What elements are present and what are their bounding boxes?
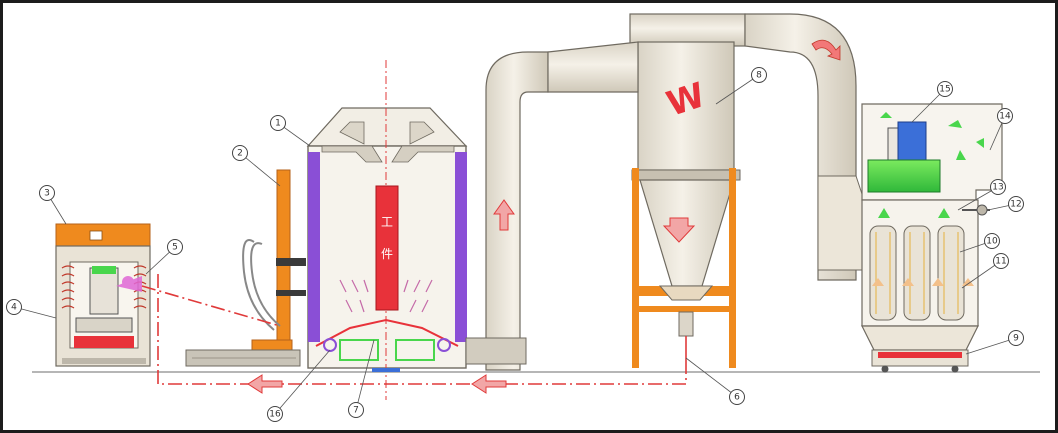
callout-circle (267, 406, 283, 422)
callout-11: 11 (993, 253, 1009, 269)
callout-circle (751, 67, 767, 83)
callout-10: 10 (984, 233, 1000, 249)
booth-sign-layer: 工件 (381, 215, 393, 261)
callout-circle (990, 179, 1006, 195)
callout-circle (6, 299, 22, 315)
callout-circle (997, 108, 1013, 124)
callout-number: 13 (992, 183, 1003, 193)
callout-number: 7 (353, 406, 359, 416)
callout-15: 15 (937, 81, 953, 97)
callout-number: 8 (756, 71, 762, 81)
callout-number: 1 (275, 119, 281, 129)
booth-sign-char: 工 (381, 215, 393, 229)
callout-number: 6 (734, 393, 740, 403)
callout-5: 5 (167, 239, 183, 255)
callout-number: 16 (269, 410, 281, 420)
callout-number: 3 (44, 189, 50, 199)
callout-circle (232, 145, 248, 161)
callout-number: 12 (1010, 200, 1021, 210)
callout-circle (937, 81, 953, 97)
callout-8: 8 (751, 67, 767, 83)
callout-leader-8 (715, 74, 760, 105)
callout-circle (984, 233, 1000, 249)
callout-16: 16 (267, 406, 283, 422)
callout-3: 3 (39, 185, 55, 201)
callout-13: 13 (990, 179, 1006, 195)
callout-number: 11 (995, 257, 1006, 267)
callout-6: 6 (729, 389, 745, 405)
powder-return-lines (141, 274, 687, 385)
callout-4: 4 (6, 299, 22, 315)
air-ducts (465, 13, 867, 371)
callout-number: 14 (999, 112, 1011, 122)
callout-number: 15 (939, 85, 950, 95)
callout-circle (348, 402, 364, 418)
callout-circle (1008, 196, 1024, 212)
callout-leader-2 (239, 152, 281, 187)
callout-leader-9 (965, 337, 1017, 355)
callout-circle (993, 253, 1009, 269)
callout-number: 5 (172, 243, 178, 253)
arrow-left-icon (247, 374, 507, 394)
callout-9: 9 (1008, 330, 1024, 346)
callout-leader-6 (685, 357, 738, 398)
reciprocator (242, 169, 306, 355)
callout-number: 4 (11, 303, 17, 313)
callout-12: 12 (1008, 196, 1024, 212)
callout-circle (270, 115, 286, 131)
callout-leader-7 (355, 339, 375, 411)
callout-circle (167, 239, 183, 255)
swirl-arrow-icon (811, 39, 841, 61)
spray-booth (306, 60, 468, 400)
callout-number: 9 (1013, 334, 1019, 344)
callout-7: 7 (348, 402, 364, 418)
arrow-down-icon (662, 217, 696, 243)
callout-circle (729, 389, 745, 405)
callout-2: 2 (232, 145, 248, 161)
callout-number: 2 (237, 149, 243, 159)
callout-circle (39, 185, 55, 201)
callout-leader-16 (274, 349, 331, 415)
callout-1: 1 (270, 115, 286, 131)
callout-14: 14 (997, 108, 1013, 124)
cartridge-filter-unit (861, 103, 1003, 373)
booth-sign-char: 件 (381, 247, 393, 261)
callout-number: 10 (986, 237, 998, 247)
arrow-up-icon (493, 199, 515, 231)
powder-feed-cabinet (55, 223, 151, 367)
callout-circle (1008, 330, 1024, 346)
cyclone-separator (629, 13, 746, 368)
